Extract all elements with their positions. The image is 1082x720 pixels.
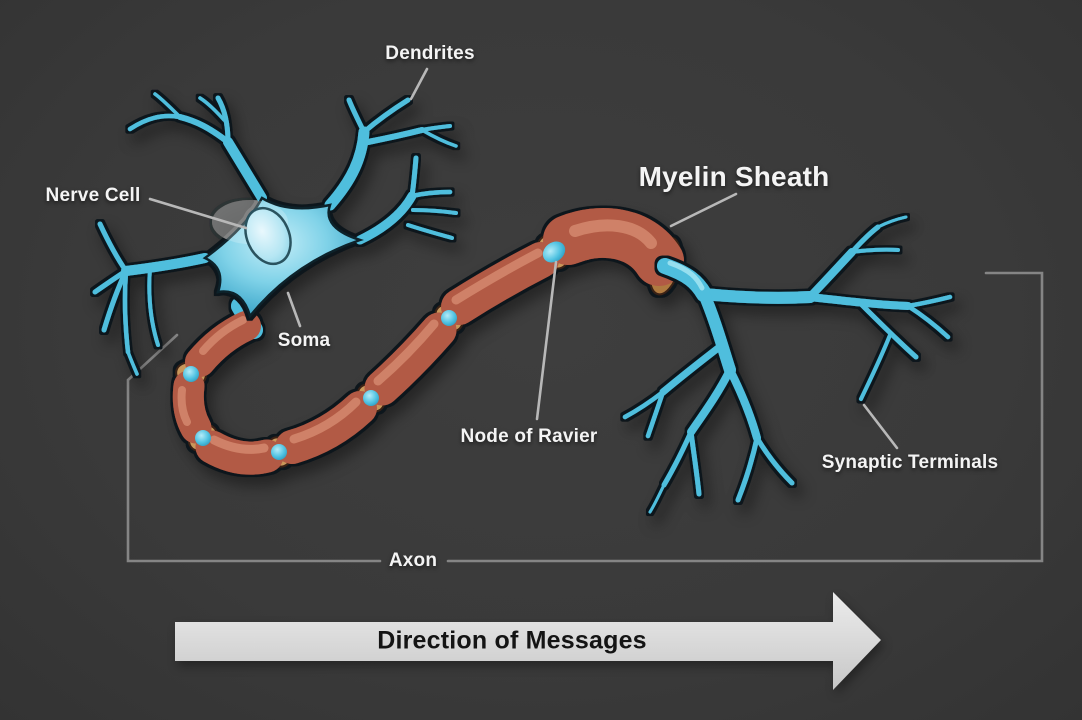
direction-arrow-shape <box>175 592 881 690</box>
terminal-branch <box>754 435 795 486</box>
dendrite-branch <box>409 155 419 199</box>
dendrite-branch <box>121 253 210 276</box>
axon-bracket <box>126 271 1044 563</box>
terminal-branch <box>849 224 881 255</box>
myelin-segment <box>185 311 261 377</box>
dendrite-branch <box>355 191 417 245</box>
myelin-highlights <box>177 219 657 454</box>
dendrite-branch <box>97 221 129 274</box>
terminal-branch <box>648 483 666 514</box>
terminal-branch <box>698 288 736 376</box>
label-synaptic-terminals: Synaptic Terminals <box>821 452 999 473</box>
node-dot <box>183 366 199 382</box>
myelin-segment <box>364 312 457 406</box>
node-dots <box>183 241 566 460</box>
axon-terminals <box>622 215 953 514</box>
label-nerve-cell: Nerve Cell <box>45 185 141 206</box>
myelin-segment <box>441 242 559 325</box>
dendrite-branch <box>406 223 454 240</box>
myelin-highlight <box>209 435 269 454</box>
leader-nerve-cell <box>148 197 248 230</box>
label-direction-of-messages: Direction of Messages <box>377 626 647 655</box>
leader-myelin-sheath <box>669 192 738 228</box>
dendrite-branch <box>215 95 231 145</box>
leader-lines <box>148 67 899 450</box>
dendrite-branch <box>153 92 182 119</box>
dendrite-branch <box>147 266 160 347</box>
terminal-branch <box>698 288 816 304</box>
terminal-branch <box>659 341 726 396</box>
dendrite-branch <box>198 96 226 122</box>
myelin-highlight <box>177 386 191 426</box>
terminal-branch <box>735 435 760 503</box>
dendrite-branch <box>361 97 411 135</box>
terminal-branch <box>876 215 908 229</box>
dendrite-branch <box>411 208 458 215</box>
dendrite-branch <box>346 97 367 135</box>
myelin-segment-large <box>543 208 684 286</box>
dendrite-branch <box>365 127 425 145</box>
myelin-highlight <box>451 248 543 305</box>
node-dot <box>271 444 287 460</box>
terminal-branch <box>850 247 900 254</box>
terminal-branch <box>687 366 734 436</box>
myelin-highlight <box>569 219 657 249</box>
terminal-branch <box>857 300 919 360</box>
myelin-segments <box>172 208 684 475</box>
dendrites <box>92 92 458 376</box>
terminal-branch <box>688 429 702 497</box>
nucleus-shape <box>244 206 292 266</box>
dendrite-branch <box>126 350 139 376</box>
dendrite-branch <box>223 137 267 203</box>
myelin-segment <box>275 391 377 464</box>
cell-body-group <box>92 92 458 376</box>
axon-myelin-chain <box>172 208 684 475</box>
leader-dendrites <box>409 67 429 101</box>
dendrite-branch <box>122 268 131 355</box>
label-node-of-ranvier: Node of Ravier <box>460 426 598 447</box>
label-dendrites: Dendrites <box>385 43 475 64</box>
dendrite-branch <box>409 189 453 199</box>
neuron-illustration <box>92 92 953 514</box>
dendrite-branch <box>127 113 183 132</box>
node-dot-ranvier <box>542 241 566 263</box>
terminal-branch <box>645 389 666 439</box>
label-myelin-sheath: Myelin Sheath <box>638 161 830 192</box>
node-dot <box>441 310 457 326</box>
leader-soma <box>286 291 302 328</box>
dendrite-branch <box>177 114 231 145</box>
terminal-branch <box>905 303 951 340</box>
terminal-branch <box>726 366 761 442</box>
terminal-branch <box>905 294 953 309</box>
axon-bracket-left <box>126 333 382 563</box>
terminal-branch <box>806 248 856 301</box>
myelin-segment <box>195 430 284 475</box>
dendrite-branch <box>420 124 452 132</box>
myelin-highlight <box>199 316 247 355</box>
leader-synaptic-terminals <box>862 403 899 450</box>
terminal-branch <box>622 389 666 420</box>
terminal-branch <box>859 333 892 401</box>
leader-node-of-ranvier <box>535 260 558 421</box>
myelin-segment <box>172 370 212 444</box>
node-dot <box>363 390 379 406</box>
label-axon: Axon <box>388 550 438 571</box>
dendrite-branch <box>420 128 458 148</box>
myelin-highlight <box>289 397 361 444</box>
node-dot <box>195 430 211 446</box>
terminal-highlight <box>667 260 705 291</box>
dendrite-branch <box>324 126 370 211</box>
axon-bracket-right <box>446 271 1044 563</box>
terminal-branch <box>661 429 694 488</box>
myelin-highlight <box>373 319 439 386</box>
label-soma: Soma <box>277 330 331 351</box>
